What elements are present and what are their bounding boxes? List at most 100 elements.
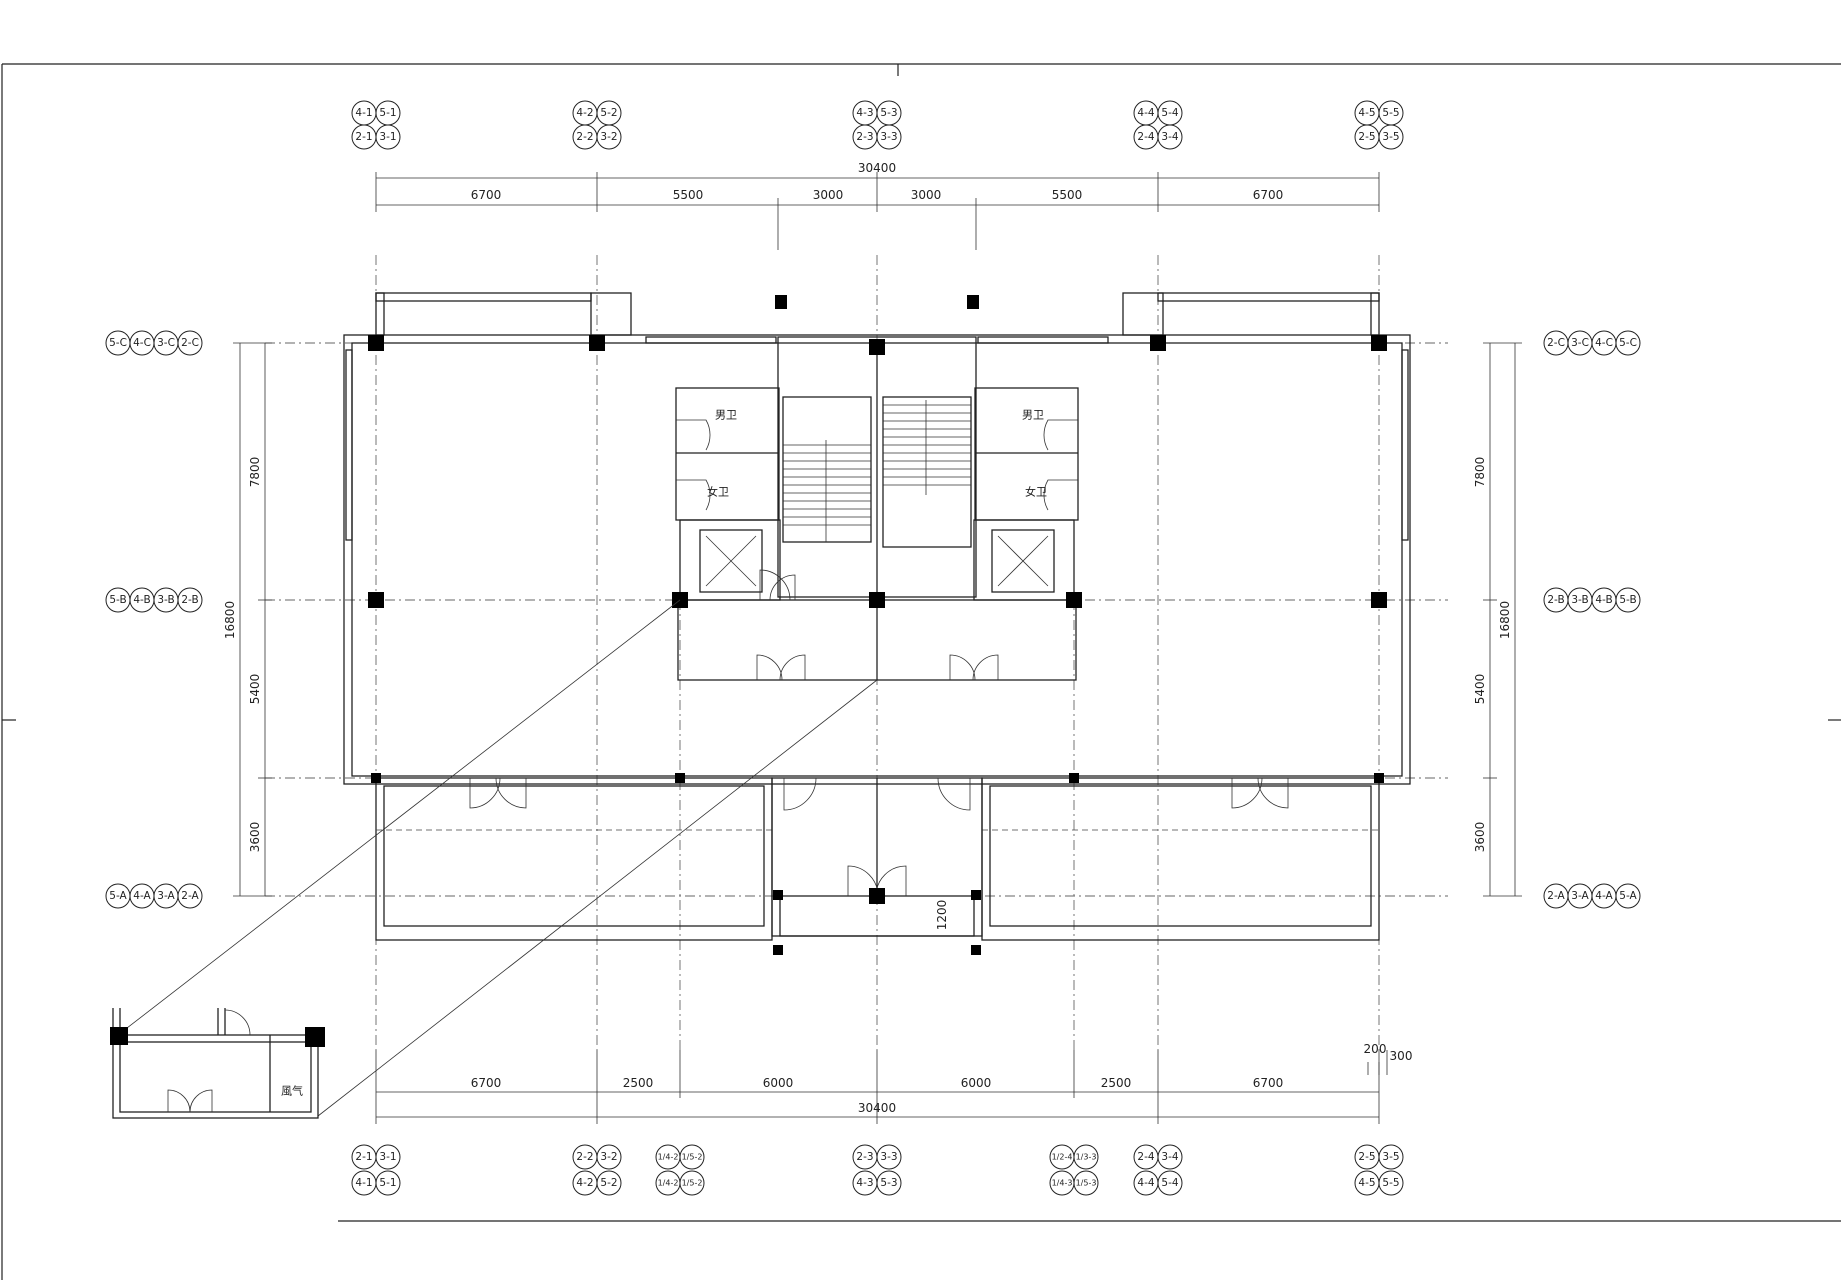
axis-label-top: 3-3 [880, 131, 897, 143]
axis-label-right: 4-A [1595, 890, 1613, 902]
axis-label-top-circle [1378, 124, 1404, 150]
axis-label-top: 5-3 [880, 107, 897, 119]
axis-label-bottom: 2-5 [1358, 1151, 1375, 1163]
axis-label-bottom: 2-4 [1137, 1151, 1154, 1163]
axis-label-bottom: 5-2 [600, 1177, 617, 1189]
top-dimension: 3000 [813, 188, 844, 202]
axis-label-top-circle [375, 124, 401, 150]
right-dimension: 7800 [1473, 457, 1487, 488]
axis-label-right: 3-A [1571, 890, 1589, 902]
left-total-dimension: 16800 [223, 601, 237, 639]
axis-label-top: 2-5 [1358, 131, 1375, 143]
axis-label-bottom: 5-1 [379, 1177, 396, 1189]
axis-label-left: 5-A [109, 890, 127, 902]
axis-label-bottom-circle [1157, 1170, 1183, 1196]
room-label-mens-left: 男卫 [715, 409, 737, 422]
axis-label-bottom: 4-5 [1358, 1177, 1375, 1189]
axis-label-top: 4-1 [355, 107, 372, 119]
axis-label-bottom: 4-3 [856, 1177, 873, 1189]
axis-label-left: 4-A [133, 890, 151, 902]
axis-label-bottom-circle [679, 1170, 705, 1196]
axis-label-bottom: 5-3 [880, 1177, 897, 1189]
left-dimension: 7800 [248, 457, 262, 488]
room-label-mens-right: 男卫 [1022, 409, 1044, 422]
room-label-womens-right: 女卫 [1025, 485, 1047, 499]
axis-label-bottom: 2-1 [355, 1151, 372, 1163]
axis-label-bottom-circle [876, 1144, 902, 1170]
axis-label-bottom: 1/4-3 [1052, 1179, 1073, 1188]
axis-label-left: 3-A [157, 890, 175, 902]
axis-label-top-circle [1157, 124, 1183, 150]
left-dimension: 3600 [248, 822, 262, 853]
axis-label-bottom-circle [1378, 1170, 1404, 1196]
axis-label-right: 5-A [1619, 890, 1637, 902]
axis-label-bottom: 4-1 [355, 1177, 372, 1189]
right-total-dimension: 16800 [1498, 601, 1512, 639]
axis-label-bottom: 1/4-2 [658, 1179, 679, 1188]
axis-label-top: 2-1 [355, 131, 372, 143]
doors [469, 419, 1289, 897]
axis-label-bottom: 3-5 [1382, 1151, 1399, 1163]
axis-label-top: 3-4 [1161, 131, 1178, 143]
axis-label-bottom-circle [679, 1144, 705, 1170]
axis-label-bottom-circle [1073, 1144, 1099, 1170]
top-dimension: 6700 [1253, 188, 1284, 202]
axis-label-left-circle [177, 587, 203, 613]
axis-label-left: 3-C [157, 337, 175, 349]
axis-label-top: 3-5 [1382, 131, 1399, 143]
axis-label-left: 2-C [181, 337, 199, 349]
axis-label-left: 2-A [181, 890, 199, 902]
drawing-frame [1, 63, 1841, 1280]
axis-label-right-circle [1615, 883, 1641, 909]
bottom-dimension: 6700 [1253, 1076, 1284, 1090]
left-dimension-lines [233, 342, 272, 897]
axis-label-left: 4-B [133, 594, 150, 606]
axis-label-top: 5-1 [379, 107, 396, 119]
axis-label-bottom: 1/5-3 [1076, 1179, 1097, 1188]
axis-label-top: 2-2 [576, 131, 593, 143]
axis-label-right: 4-B [1595, 594, 1612, 606]
detail-dimension-a: 200 [1364, 1042, 1387, 1056]
axis-label-bottom-circle [375, 1170, 401, 1196]
room-label-detail: 風气 [281, 1084, 303, 1098]
bottom-dimension-lines [375, 1050, 1388, 1124]
axis-label-right: 4-C [1595, 337, 1613, 349]
axis-label-left: 5-B [109, 594, 126, 606]
detail-dimension-b: 300 [1390, 1049, 1413, 1063]
room-label-womens-left: 女卫 [707, 485, 729, 499]
bottom-dimension: 6700 [471, 1076, 502, 1090]
axis-label-right-circle [1615, 587, 1641, 613]
axis-label-top: 2-3 [856, 131, 873, 143]
axis-label-right: 5-B [1619, 594, 1636, 606]
axis-label-bottom: 1/5-2 [682, 1153, 703, 1162]
axis-label-bottom: 1/4-2 [658, 1153, 679, 1162]
axis-label-top: 5-2 [600, 107, 617, 119]
bottom-dimension: 2500 [1101, 1076, 1132, 1090]
axis-label-bottom: 3-1 [379, 1151, 396, 1163]
axis-label-left: 5-C [109, 337, 127, 349]
axis-label-left: 3-B [157, 594, 174, 606]
axis-grid [265, 255, 1448, 1050]
axis-label-top-circle [596, 124, 622, 150]
top-dimension: 3000 [911, 188, 942, 202]
bottom-dimension: 6000 [763, 1076, 794, 1090]
axis-label-left-circle [177, 330, 203, 356]
top-total-dimension: 30400 [858, 161, 896, 175]
axis-label-top: 2-4 [1137, 131, 1154, 143]
top-dimension-lines [375, 172, 1380, 250]
axis-label-left: 2-B [181, 594, 198, 606]
axis-label-bottom-circle [1378, 1144, 1404, 1170]
axis-label-bottom: 5-4 [1161, 1177, 1178, 1189]
top-dimension: 5500 [1052, 188, 1083, 202]
bottom-dimension: 2500 [623, 1076, 654, 1090]
axis-label-bottom-circle [596, 1144, 622, 1170]
axis-label-bottom: 1/2-4 [1052, 1153, 1073, 1162]
stair-treads [783, 404, 971, 526]
axis-label-left: 4-C [133, 337, 151, 349]
axis-label-left-circle [177, 883, 203, 909]
axis-label-top: 4-5 [1358, 107, 1375, 119]
bottom-total-dimension: 30400 [858, 1101, 896, 1115]
top-dimension: 6700 [471, 188, 502, 202]
